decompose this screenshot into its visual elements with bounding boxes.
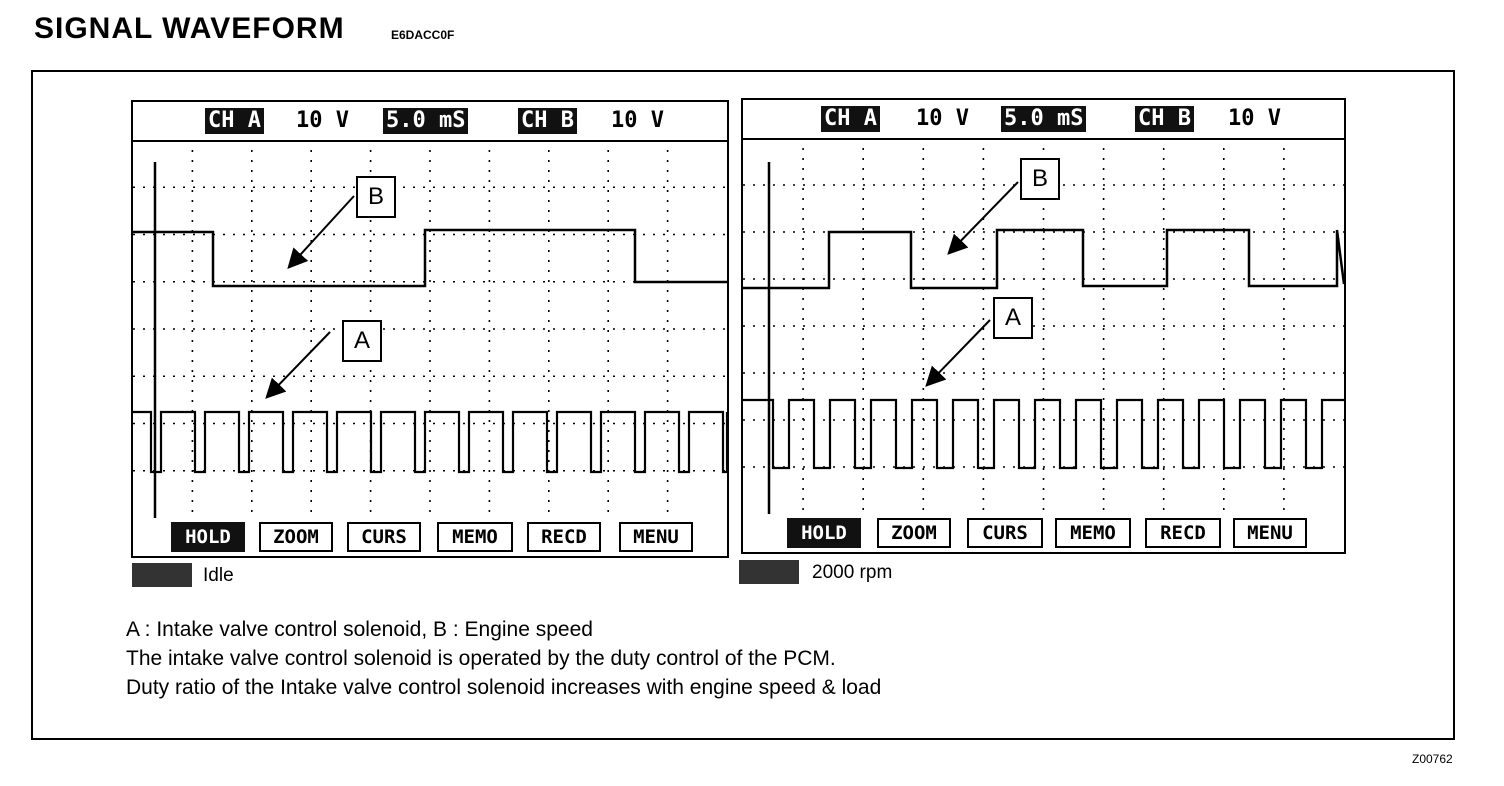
hold-button[interactable]: HOLD bbox=[787, 518, 861, 548]
scope-idle: CH A 10 V 5.0 mS CH B 10 V HOLD ZOOM CUR… bbox=[131, 100, 729, 558]
condition-label-2000rpm: 2000 rpm bbox=[812, 562, 893, 583]
waveform-display bbox=[133, 140, 727, 518]
channel-b-label: CH B bbox=[1135, 106, 1194, 132]
label-b-idle: B bbox=[356, 176, 396, 218]
description-line-3: Duty ratio of the Intake valve control s… bbox=[126, 676, 882, 699]
recd-button[interactable]: RECD bbox=[1145, 518, 1221, 548]
condition-swatch bbox=[132, 563, 192, 587]
label-a-2000rpm: A bbox=[993, 297, 1033, 339]
page-title: SIGNAL WAVEFORM bbox=[34, 12, 345, 45]
curs-button[interactable]: CURS bbox=[967, 518, 1043, 548]
memo-button[interactable]: MEMO bbox=[1055, 518, 1131, 548]
label-a-idle: A bbox=[342, 320, 382, 362]
zoom-button[interactable]: ZOOM bbox=[877, 518, 951, 548]
channel-b-volts: 10 V bbox=[611, 108, 664, 133]
timebase: 5.0 mS bbox=[1001, 106, 1087, 132]
description-line-1: A : Intake valve control solenoid, B : E… bbox=[126, 618, 593, 641]
figure-code: Z00762 bbox=[1412, 752, 1453, 766]
menu-button[interactable]: MENU bbox=[619, 522, 693, 552]
description-line-2: The intake valve control solenoid is ope… bbox=[126, 647, 836, 670]
scope-header: CH A 10 V 5.0 mS CH B 10 V bbox=[133, 102, 727, 142]
trace-b-engine-speed bbox=[743, 228, 1344, 290]
description: A : Intake valve control solenoid, B : E… bbox=[126, 615, 881, 702]
scope-header: CH A 10 V 5.0 mS CH B 10 V bbox=[743, 100, 1344, 140]
timebase: 5.0 mS bbox=[383, 108, 469, 134]
channel-a-volts: 10 V bbox=[916, 106, 969, 131]
curs-button[interactable]: CURS bbox=[347, 522, 421, 552]
trace-b-engine-speed bbox=[133, 228, 727, 288]
trace-a-solenoid bbox=[743, 398, 1344, 470]
scope-button-row: HOLD ZOOM CURS MEMO RECD MENU bbox=[743, 512, 1344, 552]
zoom-button[interactable]: ZOOM bbox=[259, 522, 333, 552]
menu-button[interactable]: MENU bbox=[1233, 518, 1307, 548]
condition-swatch bbox=[739, 560, 799, 584]
label-b-2000rpm: B bbox=[1020, 158, 1060, 200]
channel-a-label: CH A bbox=[205, 108, 264, 134]
document-code: E6DACC0F bbox=[391, 28, 455, 42]
scope-button-row: HOLD ZOOM CURS MEMO RECD MENU bbox=[133, 516, 727, 556]
channel-b-label: CH B bbox=[518, 108, 577, 134]
channel-a-label: CH A bbox=[821, 106, 880, 132]
hold-button[interactable]: HOLD bbox=[171, 522, 245, 552]
condition-label-idle: Idle bbox=[203, 565, 234, 586]
trace-a-solenoid bbox=[133, 410, 727, 474]
figure-frame bbox=[31, 70, 1455, 740]
memo-button[interactable]: MEMO bbox=[437, 522, 513, 552]
recd-button[interactable]: RECD bbox=[527, 522, 601, 552]
channel-a-volts: 10 V bbox=[296, 108, 349, 133]
channel-b-volts: 10 V bbox=[1228, 106, 1281, 131]
